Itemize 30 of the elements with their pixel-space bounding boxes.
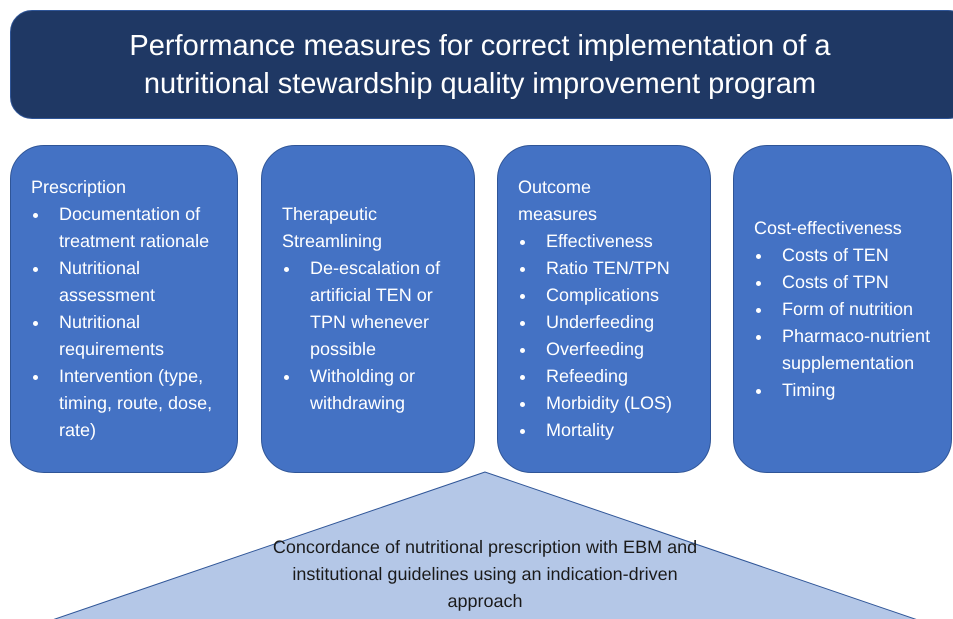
- triangle-text: Concordance of nutritional prescription with EBM and institutional guidelines using an indication-driven approach: [272, 536, 698, 613]
- bullet-text: Overfeeding: [546, 338, 644, 361]
- bullet-text: Complications: [546, 284, 660, 307]
- bullet-text: Intervention (type, timing, route, dose, rate): [59, 365, 214, 442]
- title-banner: [10, 10, 953, 119]
- bullet-text: De-escalation of artificial TEN or TPN whenever possible: [310, 257, 442, 361]
- bullet-text: Morbidity (LOS): [546, 392, 672, 415]
- box-heading: Therapeutic Streamlining: [281, 203, 384, 253]
- bullet-text: Documentation of treatment rationale: [59, 203, 210, 253]
- bullet-text: Costs of TEN: [782, 244, 889, 266]
- bullet-text: Refeeding: [546, 365, 628, 388]
- bullet-text: Pharmaco-nutrient supplementation: [782, 324, 932, 375]
- bullet-text: Mortality: [546, 419, 614, 442]
- bullet-text: Form of nutrition: [782, 298, 914, 320]
- category-box: [10, 145, 238, 473]
- bullet-text: Ratio TEN/TPN: [546, 257, 670, 280]
- category-box: [733, 145, 952, 473]
- bullet-text: Timing: [782, 378, 836, 402]
- bullet-text: Costs of TPN: [782, 270, 889, 294]
- box-heading: Cost-effectiveness: [753, 216, 903, 240]
- bullet-text: Witholding or withdrawing: [310, 365, 416, 415]
- box-heading: Prescription: [30, 176, 128, 199]
- bullet-text: Nutritional requirements: [59, 311, 166, 361]
- category-box: [497, 145, 711, 473]
- bullet-text: Nutritional assessment: [59, 257, 156, 307]
- bullet-text: Effectiveness: [546, 230, 653, 253]
- category-box: [261, 145, 475, 473]
- title-text: Performance measures for correct implementation of a nutritional stewardship quality improvement program: [128, 28, 832, 102]
- bullet-text: Underfeeding: [546, 311, 654, 334]
- box-heading: Outcome measures: [517, 176, 598, 226]
